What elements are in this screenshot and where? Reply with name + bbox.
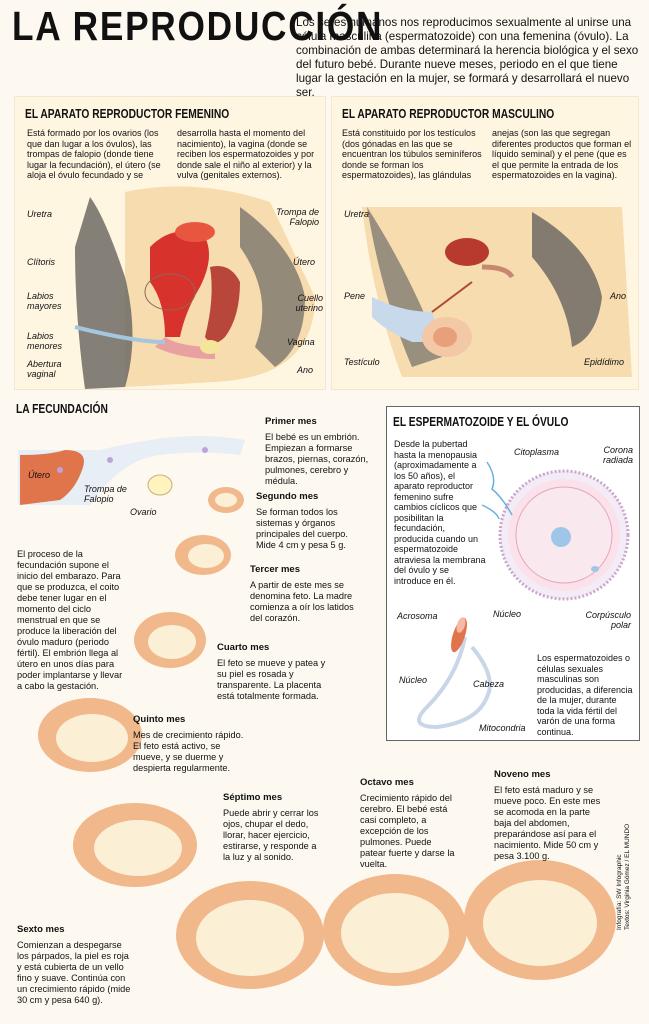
label-clitoris: Clítoris <box>27 257 56 267</box>
month-4-text: El feto se mueve y patea y su piel es ro… <box>217 658 326 701</box>
label-uretra-f: Uretra <box>27 209 53 219</box>
sperm-ovum-text2: Los espermatozoides o células sexuales m… <box>537 653 633 737</box>
label-ovario: Ovario <box>130 507 157 517</box>
label-ano-f: Ano <box>297 365 314 375</box>
month-8-text: Crecimiento rápido del cerebro. El bebé … <box>360 793 455 869</box>
label-corpusculo: Corpúsculo polar <box>585 610 631 630</box>
male-anatomy-illustration <box>362 207 632 377</box>
male-panel: EL APARATO REPRODUCTOR MASCULINO Está co… <box>331 96 639 390</box>
label-nucleo-ovulo: Núcleo <box>493 609 522 619</box>
month-4: Cuarto mes El feto se mueve y patea y su… <box>217 642 329 702</box>
label-vagina: Vagina <box>287 337 315 347</box>
label-pene: Pene <box>344 291 366 301</box>
label-nucleo-esp: Núcleo <box>399 675 428 685</box>
month-9-text: El feto está maduro y se mueve poco. En … <box>494 785 601 861</box>
male-section-title: EL APARATO REPRODUCTOR MASCULINO <box>342 107 555 121</box>
sperm-ovum-box: EL ESPERMATOZOIDE Y EL ÓVULO Desde la pu… <box>386 406 640 741</box>
label-trompa: Trompa de Falopio <box>276 207 319 227</box>
intro-text: Los seres humanos nos reproducimos sexua… <box>296 16 639 99</box>
label-uretra-m: Uretra <box>344 209 370 219</box>
male-text-col2: anejas (son las que segregan diferentes … <box>492 128 632 180</box>
month-9-title: Noveno mes <box>494 769 551 780</box>
label-abertura-vaginal: Abertura vaginal <box>27 359 62 379</box>
label-trompa-fec: Trompa de Falopio <box>84 484 127 504</box>
month-7: Séptimo mes Puede abrir y cerrar los ojo… <box>223 792 323 863</box>
credit-infografia: Infografía: SW Infographic <box>616 854 623 930</box>
label-acrosoma: Acrosoma <box>397 611 438 621</box>
month-1-text: El bebé es un embrión. Empiezan a formar… <box>265 432 369 486</box>
month-4-title: Cuarto mes <box>217 642 270 653</box>
sperm-ovum-text1: Desde la pubertad hasta la menopausia (a… <box>394 439 486 586</box>
label-ano-m: Ano <box>610 291 627 301</box>
month-5-title: Quinto mes <box>133 714 186 725</box>
label-testiculo: Testículo <box>344 357 380 367</box>
month-8-title: Octavo mes <box>360 777 414 788</box>
label-cabeza: Cabeza <box>473 679 505 689</box>
female-anatomy-illustration <box>74 186 315 389</box>
label-cuello: Cuello uterino <box>295 293 323 313</box>
sperm-ovum-title: EL ESPERMATOZOIDE Y EL ÓVULO <box>393 415 569 429</box>
label-labios-mayores: Labios mayores <box>27 291 62 311</box>
credits: Infografía: SW Infographic Textos: Virgi… <box>616 810 632 930</box>
month-3: Tercer mes A partir de este mes se denom… <box>250 564 362 624</box>
month-5-text: Mes de crecimiento rápido. El feto está … <box>133 730 244 773</box>
female-panel: EL APARATO REPRODUCTOR FEMENINO Está for… <box>14 96 326 390</box>
male-text-col1: Está constituido por los testículos (dos… <box>342 128 482 180</box>
month-6-title: Sexto mes <box>17 924 65 935</box>
label-citoplasma: Citoplasma <box>514 447 560 457</box>
female-section-title: EL APARATO REPRODUCTOR FEMENINO <box>25 107 230 121</box>
label-utero-fec: Útero <box>28 470 51 480</box>
month-6: Sexto mes Comienzan a despegarse los pár… <box>17 924 133 1006</box>
label-corona: Corona radiada <box>602 445 633 465</box>
label-utero-f: Útero <box>293 257 316 267</box>
month-9: Noveno mes El feto está maduro y se muev… <box>494 769 606 862</box>
label-mitocondria: Mitocondria <box>479 723 526 733</box>
credit-textos: Textos: Virginia Gómez / EL MUNDO <box>624 823 631 930</box>
month-3-text: A partir de este mes se denomina feto. L… <box>250 580 354 623</box>
fecundacion-text: El proceso de la fecundación supone el i… <box>17 549 123 691</box>
fecundacion-title: LA FECUNDACIÓN <box>16 402 108 416</box>
month-2-text: Se forman todos los sistemas y órganos p… <box>256 507 348 550</box>
female-text-col1: Está formado por los ovarios (los que da… <box>27 128 161 180</box>
month-1-title: Primer mes <box>265 416 317 427</box>
month-7-text: Puede abrir y cerrar los ojos, chupar el… <box>223 808 319 862</box>
month-3-title: Tercer mes <box>250 564 300 575</box>
month-2-title: Segundo mes <box>256 491 319 502</box>
month-5: Quinto mes Mes de crecimiento rápido. El… <box>133 714 249 774</box>
page-title: LA REPRODUCCIÓN <box>12 3 384 49</box>
month-6-text: Comienzan a despegarse los párpados, la … <box>17 940 131 1005</box>
sperm-ovum-illustration <box>417 461 630 730</box>
month-2: Segundo mes Se forman todos los sistemas… <box>256 491 368 551</box>
month-7-title: Séptimo mes <box>223 792 283 803</box>
label-labios-menores: Labios menores <box>27 331 63 351</box>
month-1: Primer mes El bebé es un embrión. Empiez… <box>265 416 380 487</box>
label-epididimo: Epidídimo <box>584 357 625 367</box>
month-8: Octavo mes Crecimiento rápido del cerebr… <box>360 777 460 870</box>
female-text-col2: desarrolla hasta el momento del nacimien… <box>177 128 315 180</box>
